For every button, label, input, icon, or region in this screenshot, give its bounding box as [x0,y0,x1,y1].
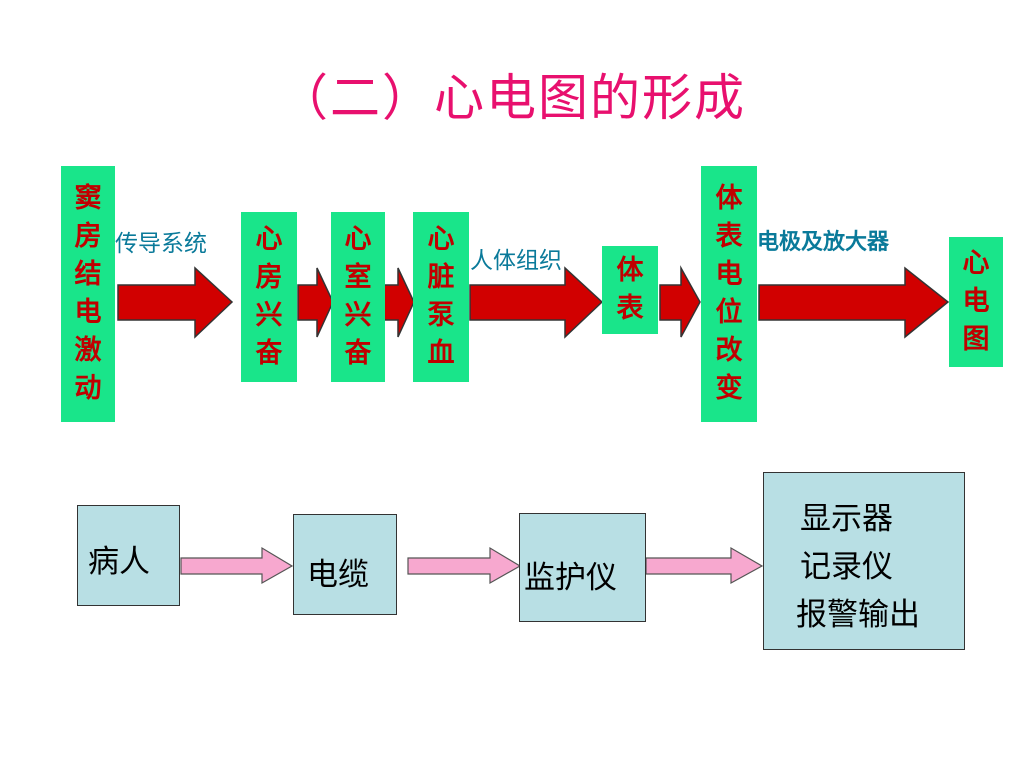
cable-label: 电缆 [307,557,369,593]
red-arrow-1 [117,266,234,339]
red-arrow-4 [469,266,604,339]
pink-arrow-3 [645,546,764,585]
pink-arrow-1 [180,546,294,585]
label-conduction-system: 传导系统 [115,231,207,257]
box-atrial-excitation: 心房兴奋 [241,212,297,382]
pink-arrow-2 [407,546,522,585]
box-outputs: 显示器 记录仪 报警输出 [763,472,965,650]
patient-label: 病人 [88,544,150,580]
output-alarm: 报警输出 [796,597,920,633]
box-cable: 电缆 [293,514,397,615]
monitor-label: 监护仪 [524,560,617,596]
output-recorder: 记录仪 [800,549,893,585]
box-ventricular-excitation: 心室兴奋 [331,212,385,382]
label-electrodes-amplifier: 电极及放大器 [757,230,890,255]
box-heart-pumping: 心脏泵血 [413,212,469,382]
red-arrow-6 [758,266,950,339]
box-monitor: 监护仪 [519,513,646,622]
red-arrow-3 [381,267,415,338]
box-sinoatrial-excitation: 窦房结电激动 [61,166,115,422]
red-arrow-5 [659,265,701,338]
red-arrow-2 [297,267,334,338]
box-body-surface: 体表 [602,246,658,334]
output-display: 显示器 [800,501,893,537]
box-ecg: 心电图 [949,237,1003,367]
label-body-tissue: 人体组织 [470,248,562,274]
box-surface-potential-change: 体表电位改变 [701,166,757,422]
page-title: （二）心电图的形成 [278,69,746,127]
box-patient: 病人 [77,505,180,606]
